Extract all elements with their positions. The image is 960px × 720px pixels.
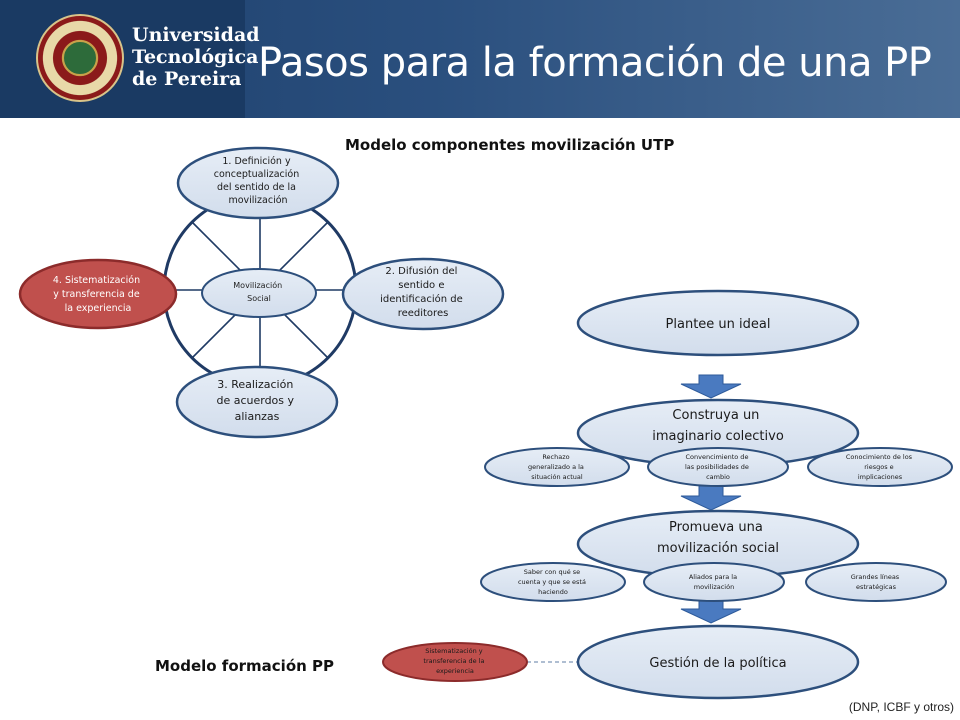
step-1-text: 1. Definición y conceptualización del se…	[214, 156, 303, 206]
sub-node-rechazo	[484, 447, 630, 487]
bottom-diagram-title: Modelo formación PP	[155, 657, 335, 675]
top-diagram-title: Modelo componentes movilización UTP	[345, 136, 675, 154]
step-3-text: 3. Realización de acuerdos y alianzas	[216, 378, 297, 423]
flow-node-movilizacion-text: Promueva una movilización social	[657, 520, 779, 556]
sub-node-saber-text: Saber con qué se cuenta y que se está ha…	[518, 568, 588, 596]
sub-node-aliados-text: Aliados para la movilización	[689, 573, 739, 591]
step-3-node	[175, 365, 339, 439]
sub-node-aliados	[643, 562, 785, 602]
wheel-center-node	[201, 268, 317, 318]
sub-node-rechazo-text: Rechazo generalizado a la situación actu…	[528, 453, 586, 481]
step-1-node	[176, 146, 340, 220]
page-title: Pasos para la formación de una PP	[258, 40, 932, 86]
arrow-down-icon	[680, 374, 742, 399]
sub-node-grandes	[805, 562, 947, 602]
sub-node-sistematizacion-text: Sistematización y transferencia de la ex…	[423, 647, 486, 675]
formation-flow: Plantee un ideal Construya un imaginario…	[382, 289, 953, 700]
flow-node-gestion	[576, 624, 860, 700]
university-seal-icon	[36, 14, 124, 102]
logo-line-3: de Pereira	[132, 68, 242, 90]
seal-emblem	[62, 40, 98, 76]
sub-node-grandes-text: Grandes líneas estratégicas	[851, 573, 902, 591]
step-2-text: 2. Difusión del sentido e identificación…	[380, 265, 466, 319]
step-2-node	[341, 257, 505, 331]
logo-panel: Universidad Tecnológica de Pereira	[0, 0, 260, 118]
flow-node-ideal	[576, 289, 860, 357]
step-4-node	[18, 258, 178, 330]
flow-node-imaginario-text: Construya un imaginario colectivo	[652, 408, 784, 444]
university-logo-text: Universidad Tecnológica de Pereira	[132, 24, 260, 90]
sub-node-sistematizacion	[382, 642, 528, 682]
step-4-text: 4. Sistematización y transferencia de la…	[53, 275, 143, 314]
sub-node-conocimiento	[807, 447, 953, 487]
arrow-down-icon	[680, 485, 742, 511]
sub-node-conocimiento-text: Conocimiento de los riesgos e implicacio…	[846, 453, 914, 481]
header-banner: Universidad Tecnológica de Pereira Pasos…	[0, 0, 960, 118]
sub-node-saber	[480, 562, 626, 602]
sub-node-convencimiento-text: Convencimiento de las posibilidades de c…	[685, 453, 751, 481]
flow-node-ideal-text: Plantee un ideal	[666, 317, 771, 332]
source-credit: (DNP, ICBF y otros)	[848, 700, 954, 714]
sub-node-convencimiento	[647, 447, 789, 487]
flow-node-gestion-text: Gestión de la política	[649, 656, 786, 671]
mobilization-wheel: Movilización Social 1. Definición y conc…	[18, 146, 505, 439]
logo-line-1: Universidad	[132, 24, 260, 46]
wheel-center-text: Movilización Social	[233, 280, 284, 303]
logo-line-2: Tecnológica	[132, 46, 259, 68]
